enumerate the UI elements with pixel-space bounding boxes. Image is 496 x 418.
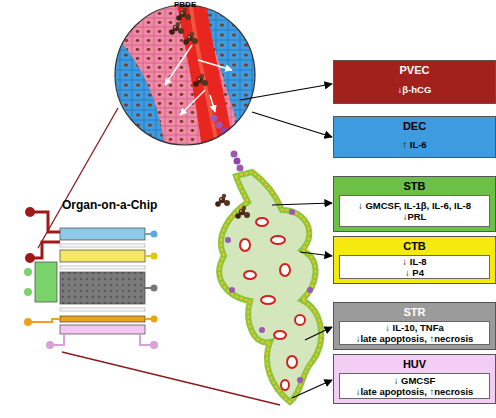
effect-text: ↓late apoptosis, ↑necrosis	[340, 333, 489, 344]
effect-text: ↓ GMCSF	[340, 375, 489, 386]
cell-type-name: HUV	[334, 355, 495, 371]
effect-panel: ↓ IL-10, TNFa↓late apoptosis, ↑necrosis	[339, 321, 490, 345]
effect-text: ↓ IL-8	[340, 256, 489, 267]
cell-type-name: STB	[334, 177, 495, 193]
cell-type-box: CTB ↓ IL-8↓ P4	[333, 236, 496, 284]
effect-panel: ↑ IL-6	[339, 135, 490, 153]
cell-type-name: STR	[334, 303, 495, 319]
effect-text: ↓ GMCSF, IL-1β, IL-6, IL-8	[340, 200, 489, 211]
effect-panel: ↓ GMCSF↓late apoptosis, ↑necrosis	[339, 373, 490, 399]
effect-text: ↓ IL-10, TNFa	[340, 322, 489, 333]
cell-type-box: HUV ↓ GMCSF↓late apoptosis, ↑necrosis	[333, 354, 496, 404]
chemical-label: PBDE	[174, 0, 196, 9]
chip-title: Organ-on-a-Chip	[62, 198, 157, 212]
effect-text: ↑ IL-6	[339, 139, 490, 150]
cell-type-name: DEC	[334, 117, 495, 133]
effect-panel: ↓β-hCG	[339, 79, 490, 99]
effect-text: ↓late apoptosis, ↑necrosis	[340, 386, 489, 397]
cell-type-box: PVEC ↓β-hCG	[333, 60, 496, 104]
effect-panel: ↓ IL-8↓ P4	[339, 255, 490, 279]
effect-panel: ↓ GMCSF, IL-1β, IL-6, IL-8↓PRL	[339, 195, 490, 227]
cell-type-name: CTB	[334, 237, 495, 253]
cell-type-box: DEC ↑ IL-6	[333, 116, 496, 158]
cell-type-name: PVEC	[334, 61, 495, 77]
cell-type-box: STR ↓ IL-10, TNFa↓late apoptosis, ↑necros…	[333, 302, 496, 350]
effect-text: ↓PRL	[340, 211, 489, 222]
cell-type-box: STB ↓ GMCSF, IL-1β, IL-6, IL-8↓PRL	[333, 176, 496, 232]
effect-text: ↓ P4	[340, 267, 489, 278]
effect-text: ↓β-hCG	[339, 84, 490, 95]
